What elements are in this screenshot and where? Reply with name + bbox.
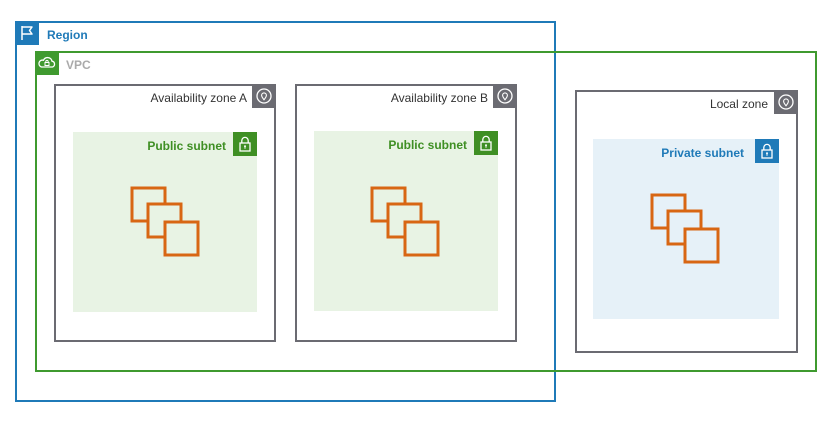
region-label: Region <box>47 28 88 42</box>
cloud-lock-icon <box>35 51 59 75</box>
vpc-container <box>35 51 817 372</box>
availability-zone-a <box>54 84 276 342</box>
location-pin-icon <box>493 84 517 108</box>
vpc-label: VPC <box>66 58 91 72</box>
ec2-instances-icon <box>130 186 202 258</box>
padlock-icon <box>755 139 779 163</box>
availability-zone-b <box>295 84 517 342</box>
ec2-instances-icon <box>370 186 442 258</box>
public-subnet-b-label: Public subnet <box>388 138 467 152</box>
public-subnet-a-label: Public subnet <box>147 139 226 153</box>
flag-icon <box>15 21 39 45</box>
padlock-icon <box>233 132 257 156</box>
location-pin-icon <box>774 90 798 114</box>
padlock-icon <box>474 131 498 155</box>
region-container <box>15 21 556 402</box>
availability-zone-b-label: Availability zone B <box>390 91 488 105</box>
private-subnet-label: Private subnet <box>661 146 744 160</box>
availability-zone-a-label: Availability zone A <box>150 91 247 105</box>
ec2-instances-icon <box>650 193 722 265</box>
location-pin-icon <box>252 84 276 108</box>
local-zone-label: Local zone <box>709 97 768 111</box>
